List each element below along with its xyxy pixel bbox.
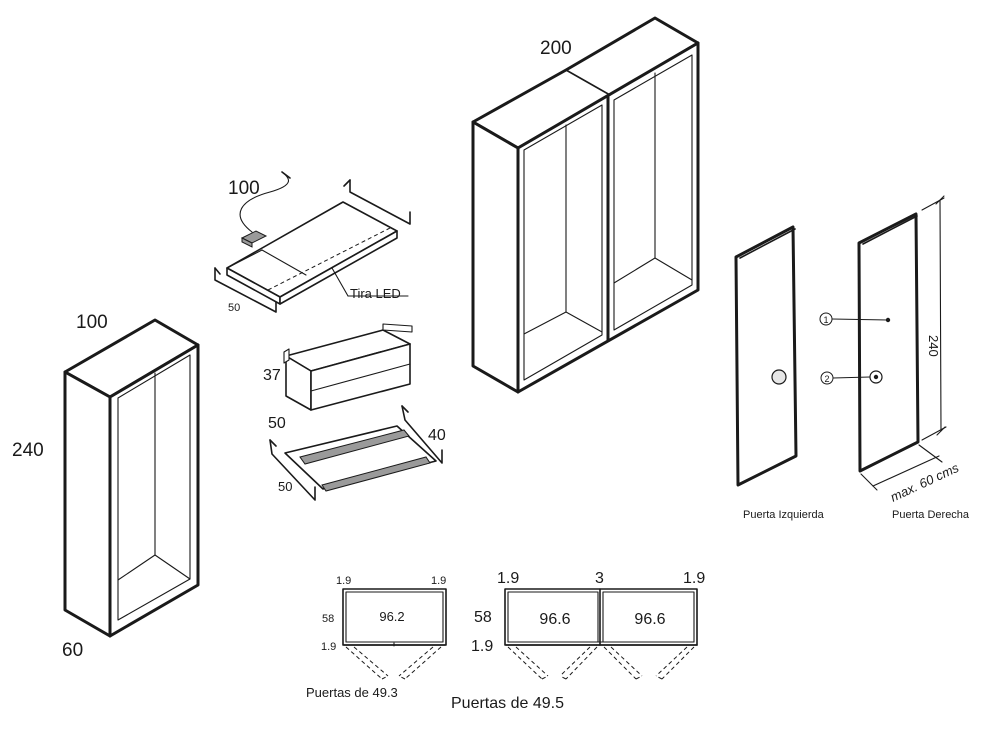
plan-single-top-left: 1.9 bbox=[336, 575, 351, 587]
plan-double-inner-width-left: 96.6 bbox=[539, 611, 570, 628]
right-door-drawing bbox=[819, 195, 947, 491]
plan-double-top-left: 1.9 bbox=[497, 570, 519, 587]
marker-1-label: 1 bbox=[823, 315, 828, 325]
plan-double-caption: Puertas de 49.5 bbox=[451, 695, 564, 712]
wardrobe-100-height-label: 240 bbox=[12, 440, 44, 461]
trouser-rack-drawing bbox=[269, 405, 443, 501]
plan-double-top-middle: 3 bbox=[595, 570, 604, 587]
drawer-unit-height-label: 37 bbox=[263, 367, 281, 384]
trouser-rack-width-label: 50 bbox=[268, 415, 286, 432]
wardrobe-200-drawing bbox=[471, 16, 700, 394]
led-shelf-depth-label: 50 bbox=[228, 302, 240, 314]
plan-single-caption: Puertas de 49.3 bbox=[306, 685, 398, 700]
led-shelf-width-label: 100 bbox=[228, 178, 260, 199]
door-height-label: 240 bbox=[926, 335, 941, 357]
plan-single-top-right: 1.9 bbox=[431, 575, 446, 587]
trouser-rack-height-label: 40 bbox=[428, 427, 446, 444]
plan-single-inner-width: 96.2 bbox=[379, 609, 404, 624]
led-shelf-drawing bbox=[214, 171, 411, 313]
drawer-unit-drawing bbox=[283, 323, 413, 411]
wardrobe-200-width-label: 200 bbox=[540, 38, 572, 59]
led-strip-label: Tira LED bbox=[350, 286, 401, 301]
plan-single-side-height: 58 bbox=[322, 613, 334, 625]
plan-double-top-right: 1.9 bbox=[683, 570, 705, 587]
wardrobe-100-width-label: 100 bbox=[76, 312, 108, 333]
left-door-drawing bbox=[734, 225, 798, 487]
plan-double-drawing bbox=[504, 588, 698, 680]
left-door-caption: Puerta Izquierda bbox=[743, 509, 825, 521]
plan-single-bottom-left: 1.9 bbox=[321, 641, 336, 653]
right-door-caption: Puerta Derecha bbox=[892, 509, 970, 521]
left-door-knob-icon bbox=[771, 369, 787, 385]
plan-double-side-height: 58 bbox=[474, 609, 492, 626]
trouser-rack-depth-label: 50 bbox=[278, 479, 292, 494]
plan-double-bottom-left: 1.9 bbox=[471, 638, 493, 655]
wardrobe-100-depth-label: 60 bbox=[62, 640, 83, 661]
plan-double-inner-width-right: 96.6 bbox=[634, 611, 665, 628]
door-max-depth-label: max. 60 cms bbox=[888, 460, 962, 505]
wardrobe-100-drawing bbox=[63, 318, 200, 638]
plan-single-drawing bbox=[342, 588, 447, 680]
marker-2-label: 2 bbox=[824, 374, 829, 384]
